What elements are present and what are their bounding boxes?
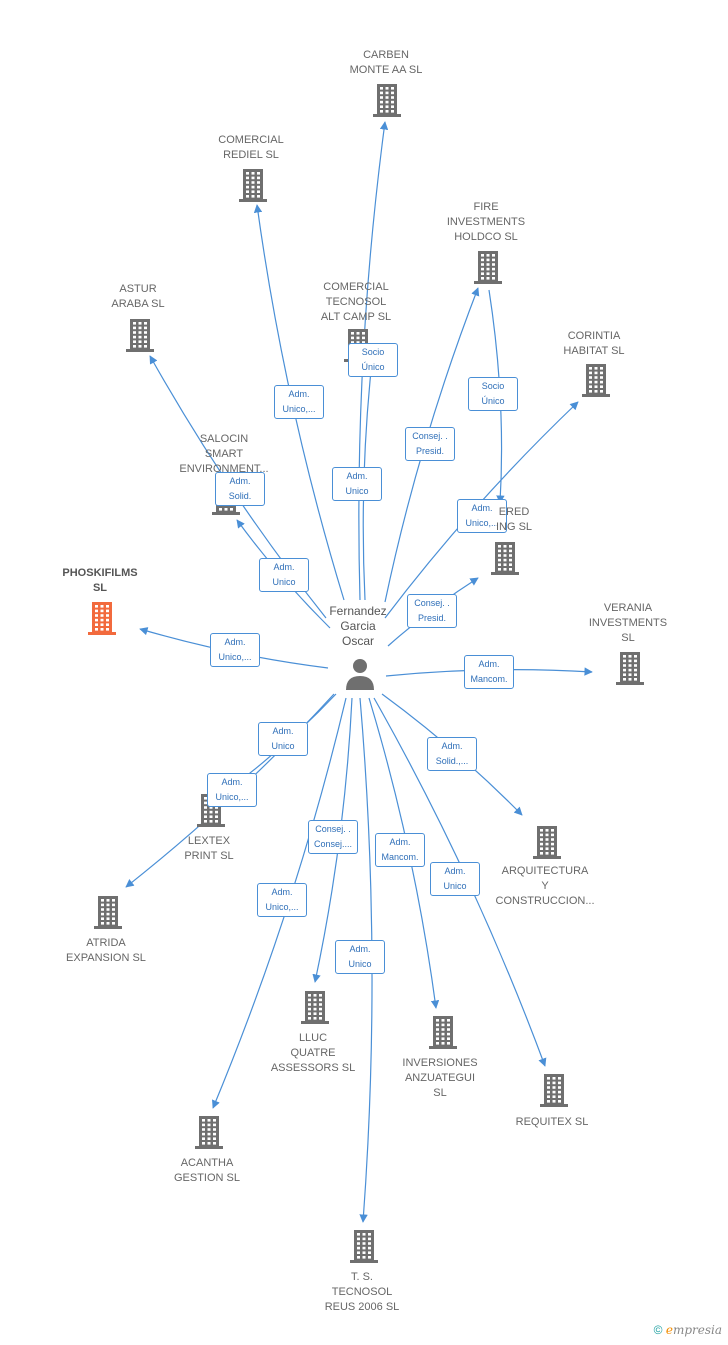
role-label-salocin[interactable]: Adm. Unico — [259, 558, 309, 592]
company-label-lextex[interactable]: LEXTEX PRINT SL — [184, 835, 234, 862]
company-label-lluc[interactable]: LLUC QUATRE ASSESSORS SL — [270, 1032, 356, 1074]
building-icon-fire[interactable] — [474, 251, 502, 284]
company-label-carben[interactable]: CARBEN MONTE AA SL — [349, 49, 423, 76]
building-icon-rediel[interactable] — [239, 169, 267, 202]
role-label-ts[interactable]: Adm. Unico — [335, 940, 385, 974]
building-icon-requitex[interactable] — [540, 1074, 568, 1107]
person-body — [346, 676, 374, 690]
role-label-lextex[interactable]: Adm. Unico — [258, 722, 308, 756]
building-icon-atrida[interactable] — [94, 896, 122, 929]
company-label-requitex[interactable]: REQUITEX SL — [515, 1116, 589, 1128]
role-label-acantha[interactable]: Adm. Unico,... — [257, 883, 307, 917]
building-icon-acantha[interactable] — [195, 1116, 223, 1149]
building-icon-lluc[interactable] — [301, 991, 329, 1024]
company-label-acantha[interactable]: ACANTHA GESTION SL — [173, 1157, 241, 1184]
empresia-logo: empresia — [665, 1323, 722, 1337]
role-label-corintia[interactable]: Adm. Unico,... — [457, 499, 507, 533]
building-icon-phoskifilms[interactable] — [88, 602, 116, 635]
building-icon-ered[interactable] — [491, 542, 519, 575]
building-icon-corintia[interactable] — [582, 364, 610, 397]
role-label-tecnosol[interactable]: Socio Único — [348, 343, 398, 377]
role-label-lluc[interactable]: Consej. . Consej.... — [308, 820, 358, 854]
building-icon-ts[interactable] — [350, 1230, 378, 1263]
company-label-inversiones[interactable]: INVERSIONES ANZUATEGUI SL — [402, 1057, 478, 1099]
role-label-astur[interactable]: Adm. Solid. — [215, 472, 265, 506]
role-label-phoskifilms[interactable]: Adm. Unico,... — [210, 633, 260, 667]
building-icon-arquitectura[interactable] — [533, 826, 561, 859]
role-label-verania[interactable]: Adm. Mancom. — [464, 655, 514, 689]
building-icon-verania[interactable] — [616, 652, 644, 685]
company-label-phoskifilms[interactable]: PHOSKIFILMS SL — [62, 567, 138, 594]
company-label-fire[interactable]: FIRE INVESTMENTS HOLDCO SL — [446, 201, 526, 243]
company-label-arquitectura[interactable]: ARQUITECTURA Y CONSTRUCCION... — [495, 865, 595, 907]
role-label-ered[interactable]: Consej. . Presid. — [407, 594, 457, 628]
role-label-fire-ered[interactable]: Socio Único — [468, 377, 518, 411]
company-label-ts[interactable]: T. S. TECNOSOL REUS 2006 SL — [324, 1271, 400, 1313]
company-label-ered[interactable]: ERED ING SL — [495, 506, 533, 533]
company-label-atrida[interactable]: ATRIDA EXPANSION SL — [66, 937, 146, 964]
role-label-rediel[interactable]: Adm. Unico,... — [274, 385, 324, 419]
role-label-fire[interactable]: Consej. . Presid. — [405, 427, 455, 461]
person-node[interactable] — [346, 659, 374, 690]
copyright-icon: © — [653, 1323, 663, 1337]
role-label-atrida[interactable]: Adm. Unico,... — [207, 773, 257, 807]
person-name[interactable]: Fernandez Garcia Oscar — [329, 604, 387, 648]
person-head — [353, 659, 367, 673]
company-label-rediel[interactable]: COMERCIAL REDIEL SL — [218, 134, 284, 161]
role-label-requitex[interactable]: Adm. Unico — [430, 862, 480, 896]
company-label-astur[interactable]: ASTUR ARABA SL — [111, 283, 165, 310]
role-label-carben[interactable]: Adm. Unico — [332, 467, 382, 501]
company-label-salocin[interactable]: SALOCIN SMART ENVIRONMENT... — [179, 433, 269, 475]
role-label-arquitectura[interactable]: Adm. Solid.,... — [427, 737, 477, 771]
company-label-verania[interactable]: VERANIA INVESTMENTS SL — [588, 602, 668, 644]
building-icon-astur[interactable] — [126, 319, 154, 352]
role-label-inversiones[interactable]: Adm. Mancom. — [375, 833, 425, 867]
building-icon-carben[interactable] — [373, 84, 401, 117]
company-label-corintia[interactable]: CORINTIA HABITAT SL — [563, 330, 625, 357]
company-label-tecnosol[interactable]: COMERCIAL TECNOSOL ALT CAMP SL — [320, 281, 392, 323]
building-icon-inversiones[interactable] — [429, 1016, 457, 1049]
footer-brand: © empresia — [654, 1323, 722, 1337]
